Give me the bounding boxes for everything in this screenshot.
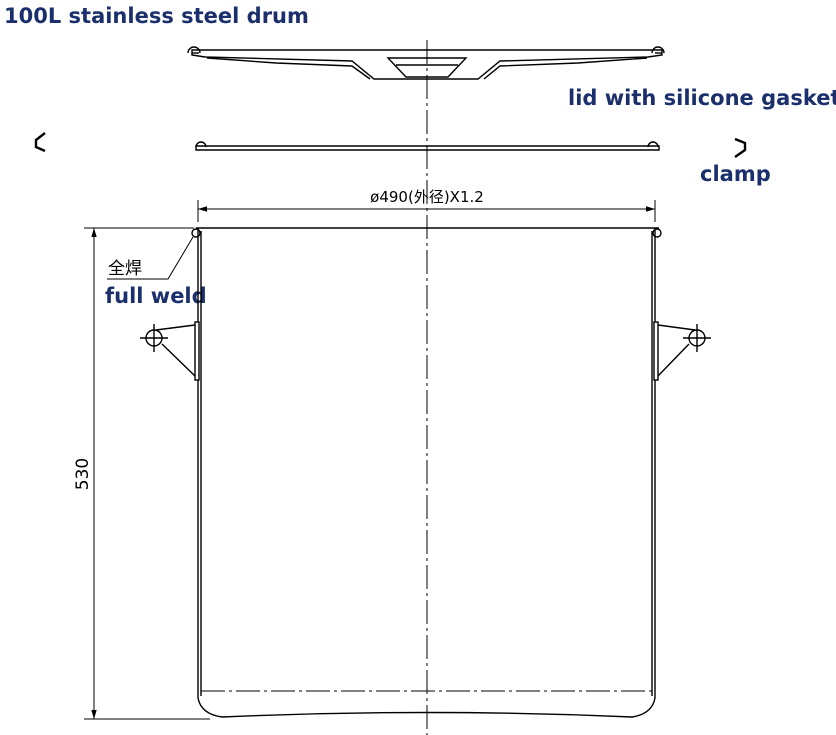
drawing-title: 100L stainless steel drum bbox=[4, 4, 309, 28]
clamp-callout: clamp bbox=[700, 162, 771, 186]
height-dimension bbox=[84, 227, 210, 720]
clamp-right-profile bbox=[734, 137, 747, 158]
diameter-dimension bbox=[197, 200, 656, 222]
right-handle bbox=[653, 321, 711, 381]
drum-body bbox=[191, 227, 662, 718]
diameter-dimension-text: ø490(外径)X1.2 bbox=[370, 188, 484, 206]
left-handle bbox=[140, 321, 200, 381]
clamp-left-profile bbox=[34, 132, 46, 153]
full-weld-callout: full weld bbox=[105, 284, 207, 308]
weld-leader bbox=[107, 236, 194, 280]
lid-callout: lid with silicone gasket bbox=[568, 86, 836, 110]
gasket-ring bbox=[195, 141, 660, 151]
height-dimension-text: 530 bbox=[73, 458, 93, 490]
full-weld-chinese-text: 全焊 bbox=[108, 259, 142, 279]
lid-shape bbox=[187, 46, 665, 80]
